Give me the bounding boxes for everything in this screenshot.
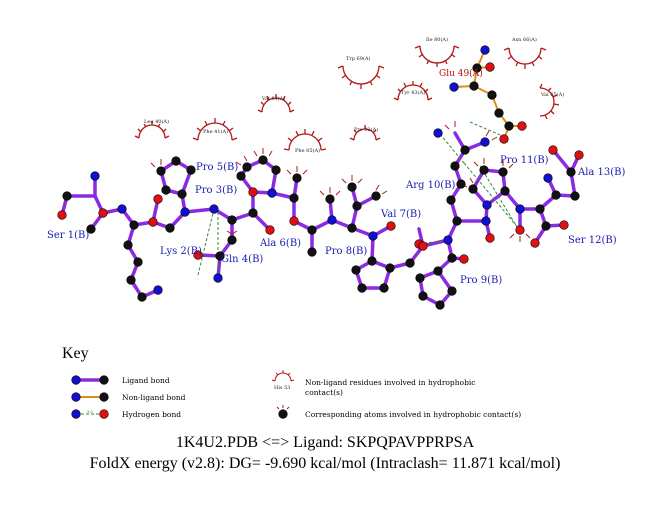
key-hp-sample-label: His 53 [274,385,290,391]
key-panel: Key Ligand bond Non-ligand bond 3.0 Hydr… [62,345,521,419]
label-pro3: Pro 3(B) [195,185,237,196]
hydrogen-bonds [197,121,521,276]
hp-label-tyr43: Tyr 43(A) [401,89,425,96]
hp-tyr43 [393,81,433,101]
hydrophobic-labels: Leu 40(A) Phe 41(A) Val 84(A) Phe 85(A) … [144,36,564,154]
key-hbond-sample: 3.0 [87,410,93,414]
label-glu49: Glu 49(A) [439,68,483,79]
label-lys2: Lys 2(B) [160,246,202,257]
label-pro11: Pro 11(B) [500,155,549,166]
label-gln4: Gln 4(B) [221,254,263,265]
hydrophobic-arcs [134,45,560,151]
key-ligand-bond: Ligand bond [71,375,170,385]
key-hp-residues-label-2: contact(s) [305,388,343,397]
hp-pro82 [349,125,381,141]
hp-label-ile80: Ile 80(A) [426,36,448,43]
label-ala13: Ala 13(B) [577,167,626,178]
key-hbond-label: Hydrogen bond [122,410,181,419]
label-pro9: Pro 9(B) [460,275,502,286]
residue-labels: Ser 1(B) Lys 2(B) Pro 3(B) Gln 4(B) Pro … [47,68,626,286]
hp-label-val65: Val 65(A) [540,91,564,98]
key-hp-residues-label: Non-ligand residues involved in hydropho… [305,378,475,387]
caption-line-1: 1K4U2.PDB <=> Ligand: SKPQPAVPPRPSA [176,434,475,451]
hp-label-leu40: Leu 40(A) [144,118,169,125]
key-hydrophobic-residue: His 53 Non-ligand residues involved in h… [271,370,475,397]
label-ser12: Ser 12(B) [568,235,617,246]
hp-phe41 [192,118,238,141]
hp-label-asn66: Asn 66(A) [511,36,537,43]
key-hydrogen-bond: 3.0 Hydrogen bond [71,409,181,419]
key-ligand-label: Ligand bond [122,376,170,385]
hp-asn66 [503,47,547,69]
hp-label-phe41: Phe 41(A) [203,128,228,135]
hp-trp69 [337,65,385,89]
atom-contact-spokes [150,121,531,242]
hp-leu40 [134,121,170,139]
hp-phe85 [283,129,327,151]
label-pro5: Pro 5(B) [196,162,238,173]
hp-label-pro82: Pro 82(A) [354,126,378,133]
label-ser1: Ser 1(B) [47,230,89,241]
label-arg10: Arg 10(B) [405,180,456,191]
key-hp-atoms-label: Corresponding atoms involved in hydropho… [305,410,521,419]
key-nonligand-label: Non-ligand bond [122,393,186,402]
hp-label-val84: Val 84(A) [261,95,285,102]
key-title: Key [62,345,89,362]
key-hp-arc-icon [271,370,295,382]
label-ala6: Ala 6(B) [259,238,301,249]
label-pro8: Pro 8(B) [325,246,367,257]
hp-label-phe85: Phe 85(A) [295,147,320,154]
atoms [57,45,584,310]
hp-val84 [257,94,295,113]
key-nonligand-bond: Non-ligand bond [71,392,186,402]
hp-ile80 [414,45,460,67]
key-hydrophobic-atom: Corresponding atoms involved in hydropho… [276,405,521,419]
hp-val65 [539,83,560,120]
caption-line-2: FoldX energy (v2.8): DG= -9.690 kcal/mol… [90,455,561,472]
hp-label-trp69: Trp 69(A) [346,55,370,62]
label-val7: Val 7(B) [380,209,421,220]
